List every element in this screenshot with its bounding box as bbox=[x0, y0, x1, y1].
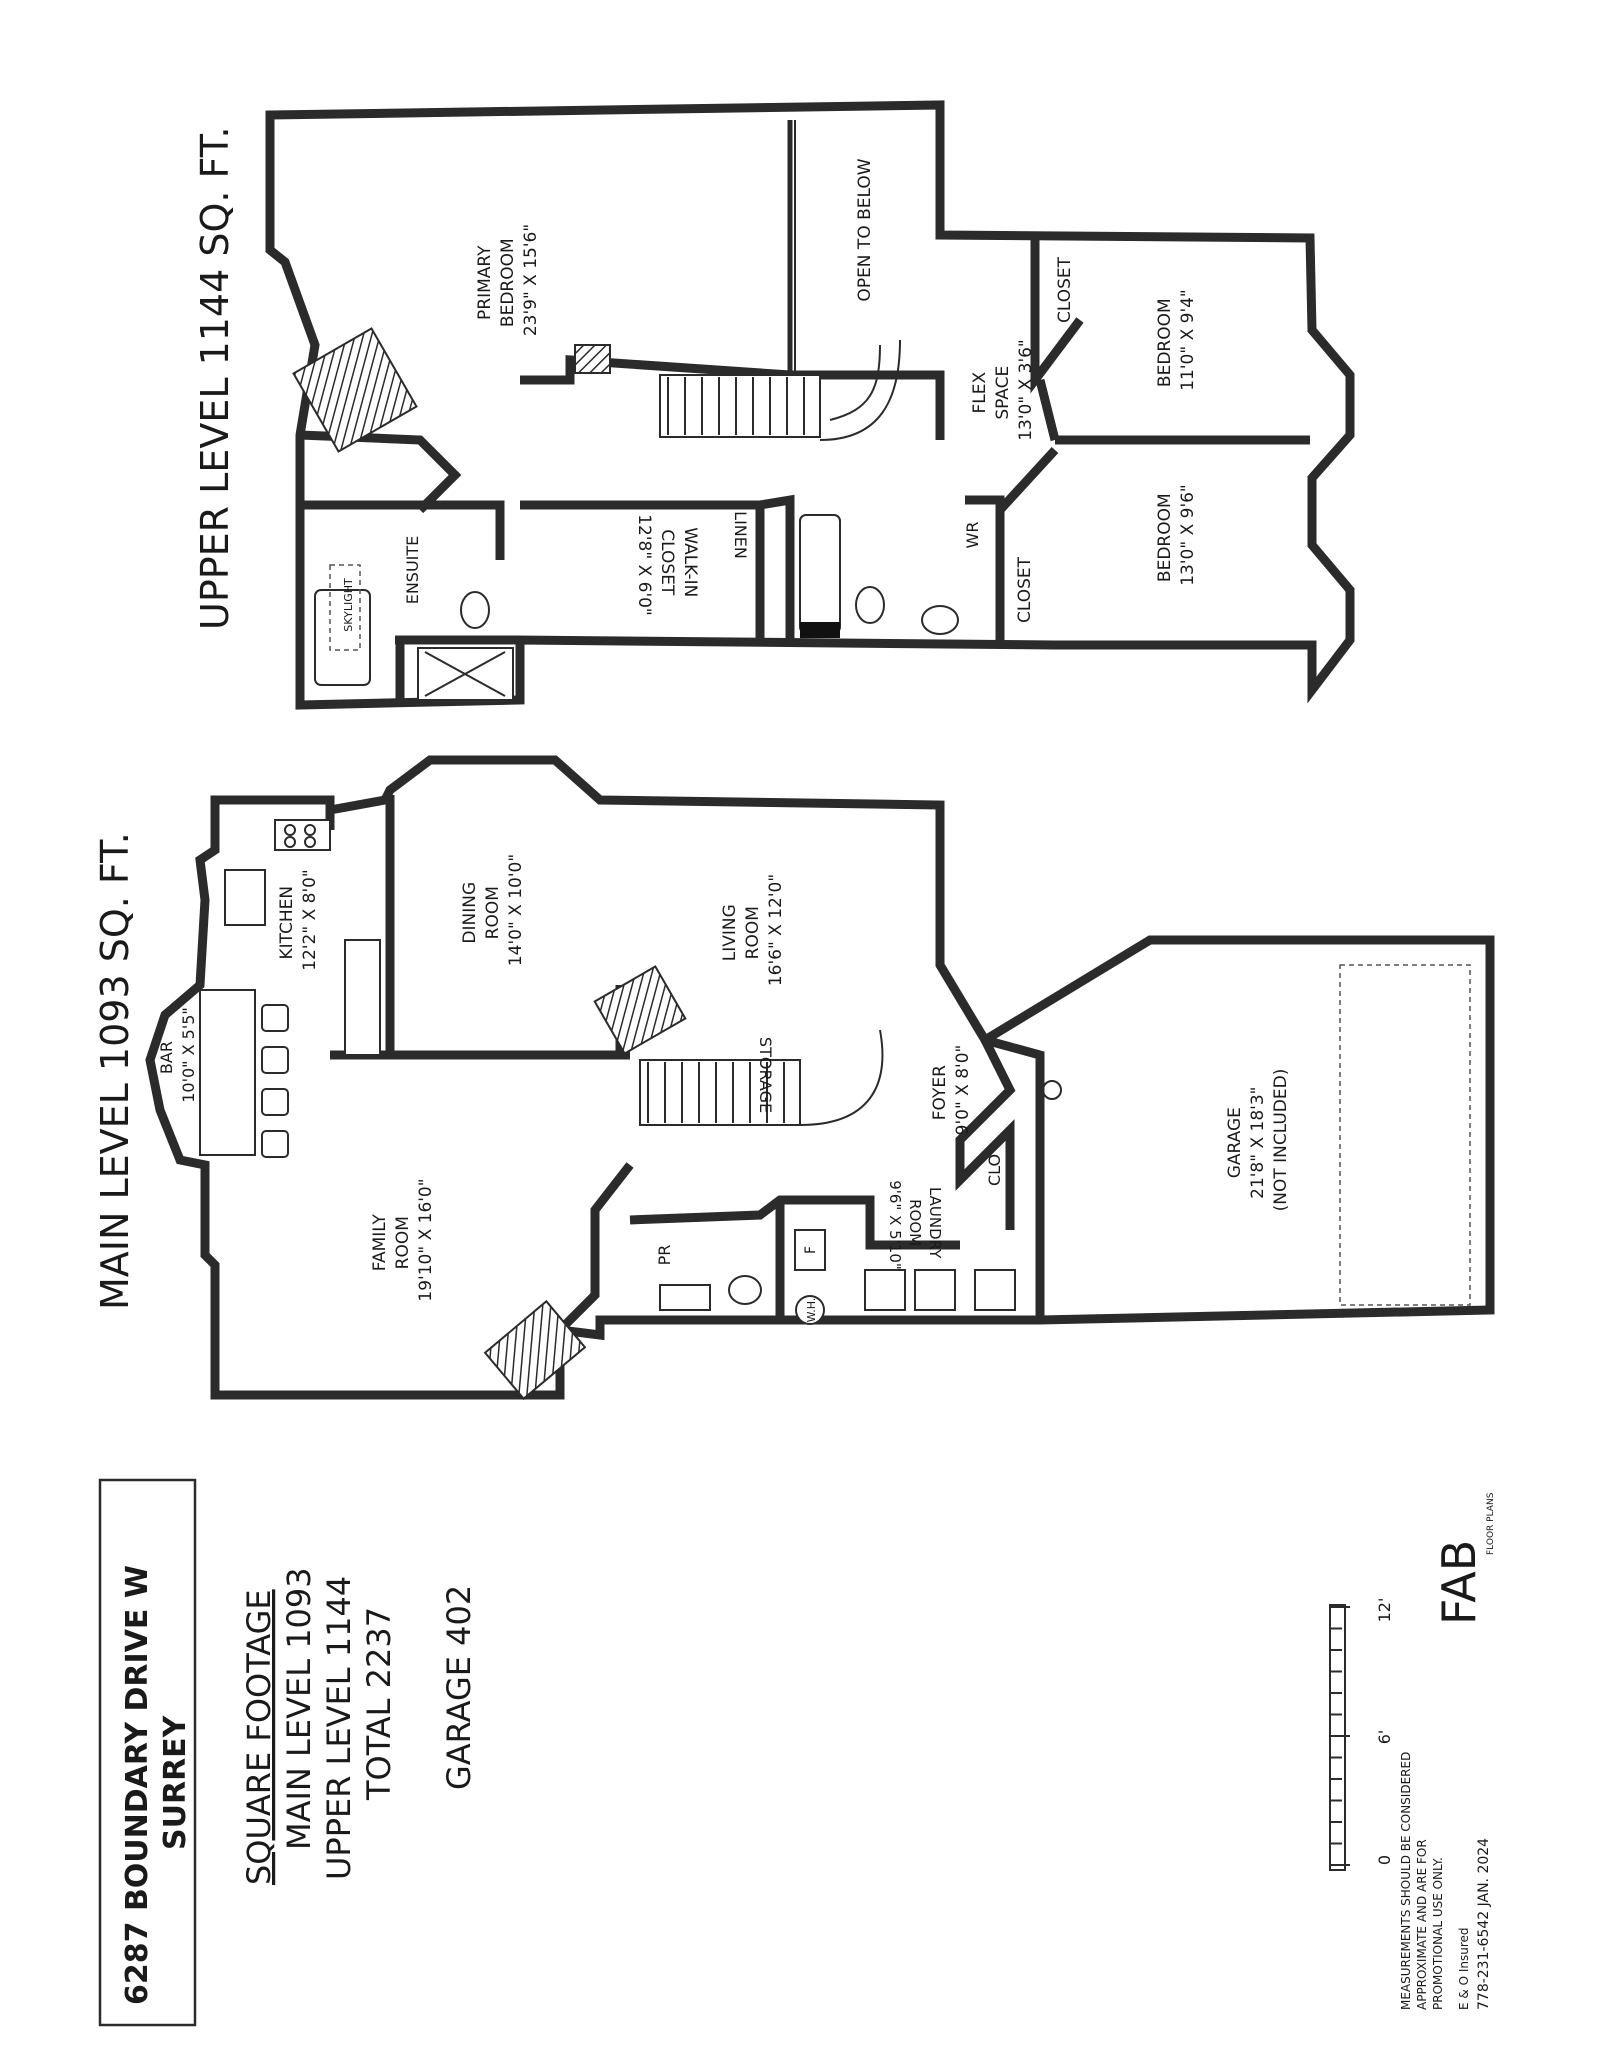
bedroom-divider bbox=[1030, 238, 1084, 442]
fab-logo: FAB bbox=[1432, 1540, 1486, 1625]
insured-text: E & O Insured bbox=[1457, 1928, 1471, 2011]
doorbell-symbol bbox=[1042, 1080, 1062, 1100]
sink-main-bath bbox=[921, 605, 959, 635]
bedroom-bottom-label: BEDROOM 13'0" X 9'6" bbox=[1155, 484, 1198, 586]
walkin-closet-label: WALK-IN CLOSET 12'8" X 6'0" bbox=[634, 514, 700, 616]
flex-space-label: FLEX SPACE 13'0" X 3'6" bbox=[970, 339, 1036, 441]
sqft-upper-level: UPPER LEVEL 1144 bbox=[320, 1576, 358, 1880]
laundry-room-label: LAUNDRY ROOM 9'6" X 5'10" bbox=[886, 1180, 944, 1270]
address-line-1: 6287 BOUNDARY DRIVE W bbox=[120, 1565, 155, 2005]
dining-room-label: DINING ROOM 14'0" X 10'0" bbox=[460, 854, 526, 966]
skylight-label: SKYLIGHT bbox=[342, 578, 355, 632]
bar-stool bbox=[261, 1088, 289, 1116]
garage-label: GARAGE 21'8" X 18'3" (NOT INCLUDED) bbox=[1225, 1069, 1291, 1212]
toilet-ensuite bbox=[460, 591, 490, 629]
toilet-main-bath bbox=[855, 586, 885, 624]
sqft-total: TOTAL 2237 bbox=[360, 1607, 398, 1801]
furnace-label: F bbox=[803, 1246, 819, 1254]
range-stove bbox=[274, 819, 331, 851]
bar-stool bbox=[261, 1004, 289, 1032]
ensuite-walls bbox=[299, 430, 520, 700]
living-room-label: LIVING ROOM 16'6" X 12'0" bbox=[720, 874, 786, 986]
scale-bar bbox=[1329, 1604, 1350, 1871]
garage-wall bbox=[955, 1035, 1045, 1320]
sqft-heading: SQUARE FOOTAGE bbox=[240, 1589, 278, 1885]
skylight-outline bbox=[329, 564, 361, 651]
bedroom-top-label: BEDROOM 11'0" X 9'4" bbox=[1155, 289, 1198, 391]
pr-label: PR bbox=[655, 1245, 674, 1266]
pr-toilet bbox=[728, 1275, 762, 1305]
tub-step bbox=[800, 622, 840, 638]
sqft-main-level: MAIN LEVEL 1093 bbox=[280, 1567, 318, 1850]
closet-bottom-label: CLOSET bbox=[1015, 556, 1035, 623]
main-stairs bbox=[639, 1029, 884, 1126]
family-room-label: FAMILY ROOM 19'10" X 16'0" bbox=[370, 1178, 436, 1301]
main-level-heading: MAIN LEVEL 1093 SQ. FT. bbox=[93, 832, 137, 1310]
bar-stool bbox=[261, 1130, 289, 1158]
dryer bbox=[914, 1269, 956, 1311]
washer bbox=[864, 1269, 906, 1311]
address-line-2: SURREY bbox=[158, 1714, 193, 1850]
kitchen-label: KITCHEN 12'2" X 8'0" bbox=[277, 869, 320, 971]
upper-level-heading: UPPER LEVEL 1144 SQ. FT. bbox=[193, 126, 237, 630]
title-block: 6287 BOUNDARY DRIVE W SURREY SQUARE FOOT… bbox=[98, 1478, 478, 2027]
closet-top-label: CLOSET bbox=[1055, 256, 1075, 323]
footer-block: 0 6' 12' MEASUREMENTS SHOULD BE CONSIDER… bbox=[1329, 1492, 1496, 2011]
bathtub-ensuite bbox=[314, 589, 371, 686]
chimney-upper bbox=[574, 344, 611, 374]
laundry-walls bbox=[629, 1195, 960, 1320]
disclaimer: MEASUREMENTS SHOULD BE CONSIDERED APPROX… bbox=[1399, 1748, 1445, 2010]
upper-level-plan bbox=[265, 100, 1355, 710]
bar-counter bbox=[199, 989, 256, 1156]
furnace-box bbox=[794, 1229, 826, 1271]
kitchen-sink bbox=[224, 869, 266, 926]
wr-label: WR bbox=[963, 522, 982, 549]
main-room-labels: BAR 10'0" X 5'5" KITCHEN 12'2" X 8'0" DI… bbox=[157, 854, 1291, 1323]
primary-bottom-wall bbox=[520, 355, 945, 440]
upper-stairs bbox=[659, 339, 901, 441]
primary-bedroom-label: PRIMARY BEDROOM 23'9" X 15'6" bbox=[475, 224, 541, 336]
ensuite-label: ENSUITE bbox=[403, 536, 422, 605]
kitchen-island bbox=[344, 939, 381, 1056]
pr-sink bbox=[659, 1284, 711, 1311]
wh-label: W.H. bbox=[805, 1298, 818, 1323]
bar-label: BAR 10'0" X 5'5" bbox=[157, 1007, 198, 1103]
phone-date-text: 778-231-6542 JAN. 2024 bbox=[1476, 1838, 1492, 2010]
fab-logo-sub: FLOOR PLANS bbox=[1486, 1492, 1496, 1555]
main-level-plan bbox=[145, 755, 1495, 1401]
linen-label: LINEN bbox=[731, 511, 750, 559]
upper-room-labels: PRIMARY BEDROOM 23'9" X 15'6" OPEN TO BE… bbox=[342, 158, 1198, 631]
open-to-below-label: OPEN TO BELOW bbox=[855, 158, 875, 301]
bar-stool bbox=[261, 1046, 289, 1074]
scale-label-0: 0 bbox=[1375, 1855, 1394, 1865]
storage-label: STORAGE bbox=[756, 1037, 775, 1113]
address-box bbox=[98, 1478, 197, 2027]
clo-label: CLO bbox=[985, 1154, 1004, 1186]
main-outer-wall bbox=[145, 755, 1495, 1400]
bathtub-main-bath bbox=[799, 514, 841, 634]
garage-door-outline bbox=[1339, 964, 1471, 1306]
fireplace-family bbox=[483, 1299, 587, 1401]
water-heater bbox=[795, 1295, 825, 1325]
fireplace-upper bbox=[292, 327, 418, 453]
fireplace-living bbox=[593, 965, 687, 1055]
laundry-sink bbox=[974, 1269, 1016, 1311]
pr-wall bbox=[556, 1162, 634, 1334]
walkin-wall bbox=[520, 435, 1310, 640]
scale-label-12: 12' bbox=[1375, 1598, 1394, 1623]
foyer-label: FOYER 9'0" X 8'0" bbox=[930, 1045, 973, 1136]
sqft-garage: GARAGE 402 bbox=[440, 1585, 478, 1790]
scale-label-6: 6' bbox=[1375, 1730, 1394, 1745]
